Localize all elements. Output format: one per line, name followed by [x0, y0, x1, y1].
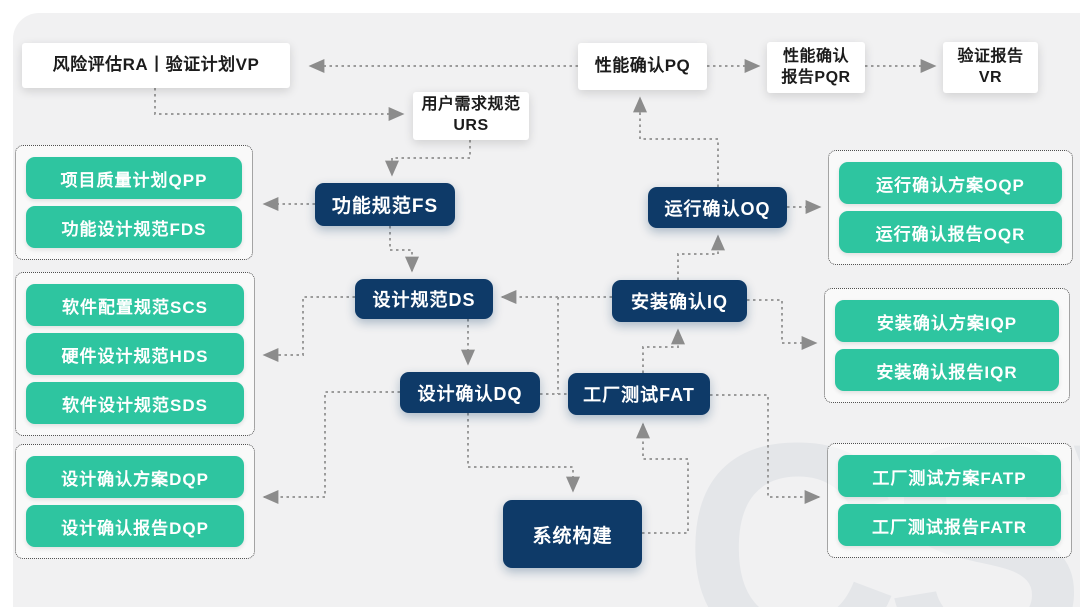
doc-item: 软件设计规范SDS [26, 382, 244, 424]
node-risk-assessment-validation-plan: 风险评估RA丨验证计划VP [22, 43, 290, 88]
node-factory-test-fat: 工厂测试FAT [568, 373, 710, 415]
doc-group-dqp: 设计确认方案DQP 设计确认报告DQP [15, 444, 255, 559]
node-functional-spec-fs: 功能规范FS [315, 183, 455, 226]
doc-item: 功能设计规范FDS [26, 206, 242, 248]
doc-item: 设计确认报告DQP [26, 505, 244, 547]
doc-item: 硬件设计规范HDS [26, 333, 244, 375]
node-operational-qualification-oq: 运行确认OQ [648, 187, 787, 228]
doc-item: 运行确认报告OQR [839, 211, 1062, 253]
doc-item: 软件配置规范SCS [26, 284, 244, 326]
node-system-build: 系统构建 [503, 500, 642, 568]
doc-item: 安装确认报告IQR [835, 349, 1059, 391]
node-pq-report-pqr: 性能确认报告PQR [767, 42, 865, 93]
doc-group-scs-hds-sds: 软件配置规范SCS 硬件设计规范HDS 软件设计规范SDS [15, 272, 255, 436]
doc-item: 安装确认方案IQP [835, 300, 1059, 342]
doc-group-iqp-iqr: 安装确认方案IQP 安装确认报告IQR [824, 288, 1070, 403]
node-design-spec-ds: 设计规范DS [355, 279, 493, 319]
doc-item: 设计确认方案DQP [26, 456, 244, 498]
doc-group-fatp-fatr: 工厂测试方案FATP 工厂测试报告FATR [827, 443, 1072, 558]
doc-item: 工厂测试报告FATR [838, 504, 1061, 546]
node-validation-report-vr: 验证报告VR [943, 42, 1038, 93]
node-installation-qualification-iq: 安装确认IQ [612, 280, 747, 322]
doc-item: 运行确认方案OQP [839, 162, 1062, 204]
doc-group-qpp-fds: 项目质量计划QPP 功能设计规范FDS [15, 145, 253, 260]
node-design-qualification-dq: 设计确认DQ [400, 372, 540, 413]
node-user-requirement-spec-urs: 用户需求规范URS [413, 92, 529, 140]
doc-item: 工厂测试方案FATP [838, 455, 1061, 497]
doc-group-oqp-oqr: 运行确认方案OQP 运行确认报告OQR [828, 150, 1073, 265]
doc-item: 项目质量计划QPP [26, 157, 242, 199]
node-performance-qualification-pq: 性能确认PQ [578, 43, 707, 90]
